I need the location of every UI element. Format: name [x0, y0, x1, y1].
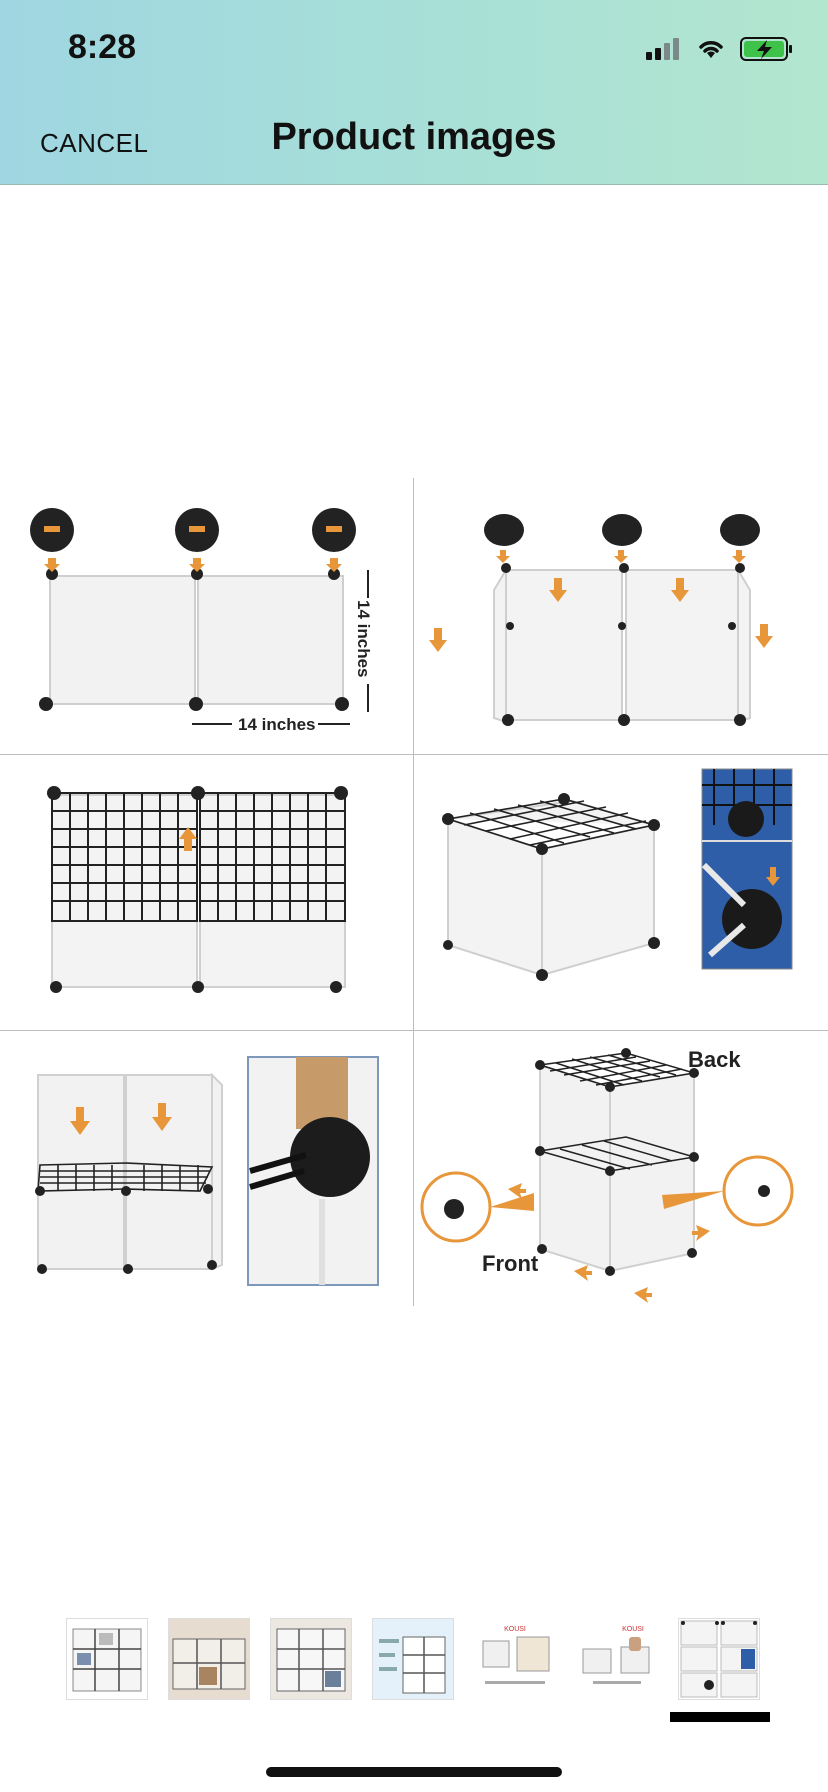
- divider: [0, 1030, 828, 1031]
- thumbnail-3[interactable]: [270, 1618, 352, 1700]
- panel-step-3: [47, 786, 348, 993]
- panel-step-1: 14 inches 14 inches: [30, 508, 380, 734]
- thumbnail-6[interactable]: KOUSI: [576, 1618, 658, 1700]
- divider: [413, 478, 414, 1306]
- status-time: 8:28: [68, 28, 137, 66]
- thumbnail-label: KOUSI: [622, 1626, 644, 1633]
- dimension-label: 14 inches: [354, 600, 373, 678]
- front-label: Front: [482, 1251, 539, 1276]
- panel-step-6: Back Front: [420, 1047, 794, 1303]
- dimension-label: 14 inches: [238, 715, 316, 734]
- panel-step-2: [429, 514, 773, 726]
- thumbnail-5[interactable]: KOUSI: [474, 1618, 556, 1700]
- product-image-main[interactable]: 14 inches 14 inches: [0, 478, 828, 1306]
- panel-step-4: [442, 768, 793, 981]
- cancel-button[interactable]: CANCEL: [40, 128, 149, 158]
- panel-step-5: [35, 1056, 379, 1286]
- wifi-icon: [699, 41, 723, 58]
- header: 8:28 CANCEL Product images: [0, 0, 828, 185]
- page-title: Product images: [271, 116, 557, 158]
- thumbnail-1[interactable]: [66, 1618, 148, 1700]
- thumbnail-strip: KOUSI KOUSI: [66, 1618, 766, 1708]
- thumbnail-7-selected[interactable]: [678, 1618, 760, 1700]
- thumbnail-2[interactable]: [168, 1618, 250, 1700]
- thumbnail-4[interactable]: [372, 1618, 454, 1700]
- status-icons: [646, 36, 794, 62]
- divider: [0, 754, 828, 755]
- signal-icon: [646, 38, 679, 60]
- battery-charging-icon: [740, 37, 792, 61]
- home-indicator[interactable]: [266, 1767, 562, 1777]
- back-label: Back: [688, 1047, 741, 1072]
- thumbnail-label: KOUSI: [504, 1626, 526, 1633]
- selected-thumbnail-indicator: [670, 1712, 770, 1722]
